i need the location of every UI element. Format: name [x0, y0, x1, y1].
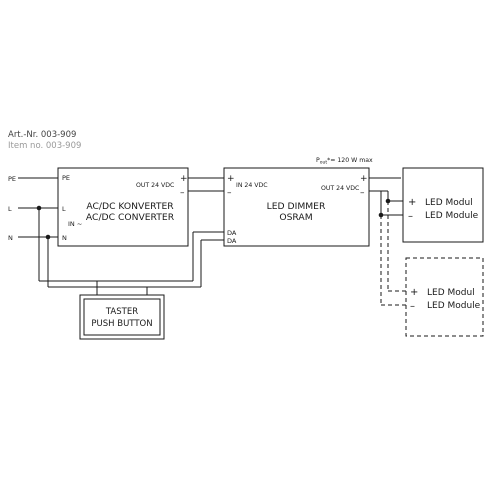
dim-da2-label: DA: [227, 237, 237, 245]
item-number: Item no. 003-909: [8, 141, 82, 151]
push-button-inner: [83, 298, 161, 336]
mains-pe-label: PE: [8, 175, 16, 183]
mod1-minus: –: [408, 211, 413, 222]
dim-plus-out: +: [360, 174, 368, 184]
dim-minus-in: –: [227, 188, 232, 198]
conv-pin-pe: PE: [62, 174, 70, 182]
dim-minus-out: –: [360, 188, 365, 198]
push-button-outer: [79, 294, 165, 340]
conv-output-label: OUT 24 VDC: [136, 182, 174, 189]
conv-pin-n: N: [62, 234, 67, 242]
dim-da1-label: DA: [227, 229, 237, 237]
article-number: Art.-Nr. 003-909: [8, 130, 77, 140]
dim-input-label: IN 24 VDC: [236, 182, 268, 189]
dim-title: LED DIMMER: [267, 201, 326, 212]
mod1-line1: LED Modul: [425, 198, 473, 208]
conv-input-label: IN ~: [68, 220, 82, 228]
dim-brand: OSRAM: [279, 212, 312, 223]
conv-title-en: AC/DC CONVERTER: [86, 212, 175, 223]
mod1-line2: LED Module: [425, 211, 479, 221]
conv-plus-label: +: [180, 174, 188, 184]
mod2-line1: LED Modul: [427, 288, 475, 298]
mains-l-label: L: [8, 205, 12, 213]
junction-minus: [378, 212, 384, 218]
dimmer-box: [223, 167, 370, 247]
conv-title-de: AC/DC KONVERTER: [86, 201, 174, 212]
mains-n-label: N: [8, 234, 13, 242]
button-line1: TASTER: [105, 307, 138, 317]
dim-pout-label: Pout*= 120 W max: [316, 157, 373, 166]
mod2-line2: LED Module: [427, 301, 481, 311]
conv-minus-label: –: [180, 188, 185, 198]
dim-plus-in: +: [227, 174, 235, 184]
junction-plus: [385, 198, 391, 204]
led-module-1-box: [402, 167, 484, 243]
mod2-plus: +: [410, 287, 418, 298]
mod1-plus: +: [408, 197, 416, 208]
button-line2: PUSH BUTTON: [91, 319, 152, 329]
junction-l: [36, 205, 42, 211]
dim-output-label: OUT 24 VDC: [321, 185, 359, 192]
conv-pin-l: L: [62, 205, 66, 213]
led-module-2-box: [405, 257, 484, 337]
converter-box: [57, 167, 189, 247]
junction-n: [45, 234, 51, 240]
mod2-minus: –: [410, 301, 415, 312]
